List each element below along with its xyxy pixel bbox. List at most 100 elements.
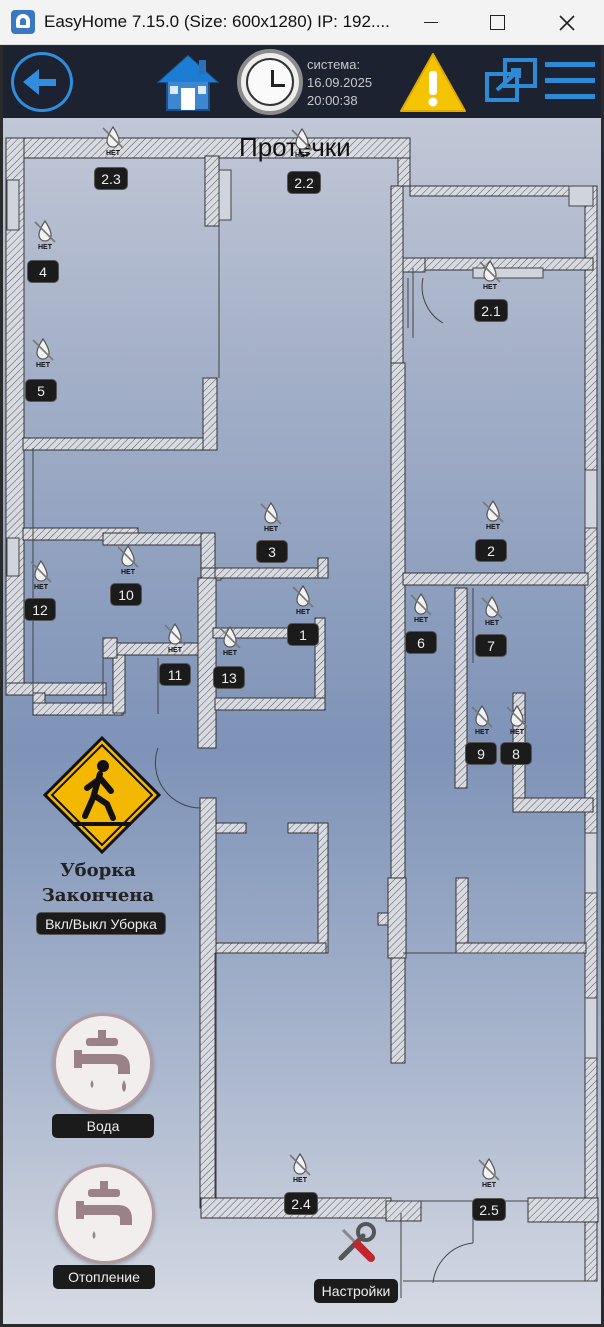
leak-sensor-status: НЕТ	[414, 617, 428, 624]
sensor-label[interactable]: 5	[25, 379, 57, 402]
leak-sensor-icon[interactable]: НЕТ	[257, 500, 285, 538]
leak-sensor-icon[interactable]: НЕТ	[475, 1156, 503, 1194]
heating-button[interactable]	[55, 1164, 155, 1264]
water-drop-icon	[410, 592, 432, 616]
leak-sensor-icon[interactable]: НЕТ	[478, 594, 506, 632]
sensor-label[interactable]: 9	[465, 742, 497, 765]
leak-sensor-icon[interactable]: НЕТ	[407, 591, 435, 629]
system-time-block: система: 16.09.2025 20:00:38	[307, 56, 372, 110]
water-drop-icon	[34, 219, 56, 243]
sensor-label[interactable]: 1	[287, 623, 319, 646]
leak-sensor-status: НЕТ	[223, 650, 237, 657]
leak-sensor-status: НЕТ	[34, 584, 48, 591]
sensor-label[interactable]: 2.2	[287, 171, 321, 194]
cleaning-toggle-button[interactable]: Вкл/Выкл Уборка	[36, 912, 166, 935]
water-button-label[interactable]: Вода	[52, 1114, 154, 1138]
home-button[interactable]	[155, 52, 221, 114]
leak-sensor-status: НЕТ	[485, 620, 499, 627]
sensor-label[interactable]: 2.1	[474, 299, 508, 322]
leak-sensor-icon[interactable]: НЕТ	[289, 583, 317, 621]
water-drop-icon	[260, 501, 282, 525]
water-drop-icon	[289, 1152, 311, 1176]
floor-plan	[5, 137, 599, 1298]
app-area: система: 16.09.2025 20:00:38	[3, 46, 601, 1324]
minimize-button[interactable]	[408, 0, 454, 45]
sensor-label[interactable]: 6	[405, 631, 437, 654]
leak-sensor-status: НЕТ	[293, 1177, 307, 1184]
wrench-screwdriver-icon[interactable]	[333, 1220, 379, 1266]
leak-sensor-status: НЕТ	[483, 284, 497, 291]
toolbar: система: 16.09.2025 20:00:38	[3, 46, 601, 118]
water-drop-icon	[102, 125, 124, 149]
water-drop-icon	[117, 544, 139, 568]
cleaning-status: Уборка Закончена	[33, 858, 163, 908]
leak-sensor-status: НЕТ	[482, 1182, 496, 1189]
leak-sensor-icon[interactable]: НЕТ	[479, 498, 507, 536]
water-drop-icon	[481, 595, 503, 619]
system-label: система:	[307, 57, 361, 72]
sensor-label[interactable]: 11	[159, 663, 191, 686]
leak-sensor-icon[interactable]: НЕТ	[503, 703, 531, 741]
sensor-label[interactable]: 2.4	[284, 1192, 318, 1215]
app-logo-icon	[11, 10, 35, 34]
sensor-label[interactable]: 2	[475, 539, 507, 562]
cleaning-status-line2: Закончена	[41, 885, 155, 906]
sensor-label[interactable]: 8	[500, 742, 532, 765]
leak-sensor-status: НЕТ	[264, 526, 278, 533]
leak-sensor-status: НЕТ	[36, 362, 50, 369]
leak-sensor-icon[interactable]: НЕТ	[161, 621, 189, 659]
close-button[interactable]	[544, 0, 590, 45]
window-switch-button[interactable]	[483, 56, 539, 106]
cleaning-status-line1: Уборка	[60, 860, 136, 881]
water-drop-icon	[164, 622, 186, 646]
sensor-label[interactable]: 2.3	[94, 167, 128, 190]
leak-sensor-status: НЕТ	[475, 729, 489, 736]
sensor-label[interactable]: 3	[256, 540, 288, 563]
water-drop-icon	[291, 127, 313, 151]
leak-sensor-status: НЕТ	[510, 729, 524, 736]
page-title: Протечки	[239, 132, 351, 162]
leak-sensor-status: НЕТ	[121, 569, 135, 576]
back-button[interactable]	[11, 52, 73, 112]
leak-sensor-icon[interactable]: НЕТ	[468, 703, 496, 741]
maximize-button[interactable]	[474, 0, 520, 45]
leak-sensor-icon[interactable]: НЕТ	[476, 258, 504, 296]
window-titlebar: EasyHome 7.15.0 (Size: 600x1280) IP: 192…	[0, 0, 604, 45]
window-switch-icon	[485, 58, 537, 102]
leak-sensor-icon[interactable]: НЕТ	[114, 543, 142, 581]
water-drop-icon	[479, 259, 501, 283]
window-title: EasyHome 7.15.0 (Size: 600x1280) IP: 192…	[44, 12, 390, 31]
leak-sensor-status: НЕТ	[168, 647, 182, 654]
home-icon	[156, 54, 220, 111]
leak-sensor-status: НЕТ	[486, 524, 500, 531]
close-icon	[559, 14, 575, 31]
warning-icon	[400, 53, 466, 112]
leak-sensor-icon[interactable]: НЕТ	[29, 336, 57, 374]
sensor-label[interactable]: 10	[110, 583, 142, 606]
warning-button[interactable]	[399, 51, 467, 113]
faucet-icon	[76, 1181, 132, 1239]
system-date: 16.09.2025	[307, 75, 373, 90]
leak-sensor-status: НЕТ	[295, 152, 309, 159]
sensor-label[interactable]: 12	[24, 598, 56, 621]
leak-sensor-icon[interactable]: НЕТ	[286, 1151, 314, 1189]
sensor-label[interactable]: 13	[213, 666, 245, 689]
leak-sensor-icon[interactable]: НЕТ	[31, 218, 59, 256]
clock-icon	[237, 49, 303, 115]
water-drop-icon	[471, 704, 493, 728]
settings-button[interactable]: Настройки	[314, 1279, 398, 1303]
menu-button[interactable]	[545, 62, 597, 102]
water-button[interactable]	[53, 1013, 153, 1113]
leak-sensor-icon[interactable]: НЕТ	[288, 126, 316, 164]
water-drop-icon	[32, 337, 54, 361]
water-drop-icon	[506, 704, 528, 728]
leak-sensor-icon[interactable]: НЕТ	[216, 624, 244, 662]
leak-sensor-icon[interactable]: НЕТ	[99, 124, 127, 162]
faucet-icon	[74, 1030, 130, 1092]
heating-button-label[interactable]: Отопление	[53, 1265, 155, 1289]
sensor-label[interactable]: 2.5	[472, 1198, 506, 1221]
leak-sensor-icon[interactable]: НЕТ	[27, 558, 55, 596]
leak-sensor-status: НЕТ	[296, 609, 310, 616]
sensor-label[interactable]: 4	[27, 260, 59, 283]
sensor-label[interactable]: 7	[475, 634, 507, 657]
